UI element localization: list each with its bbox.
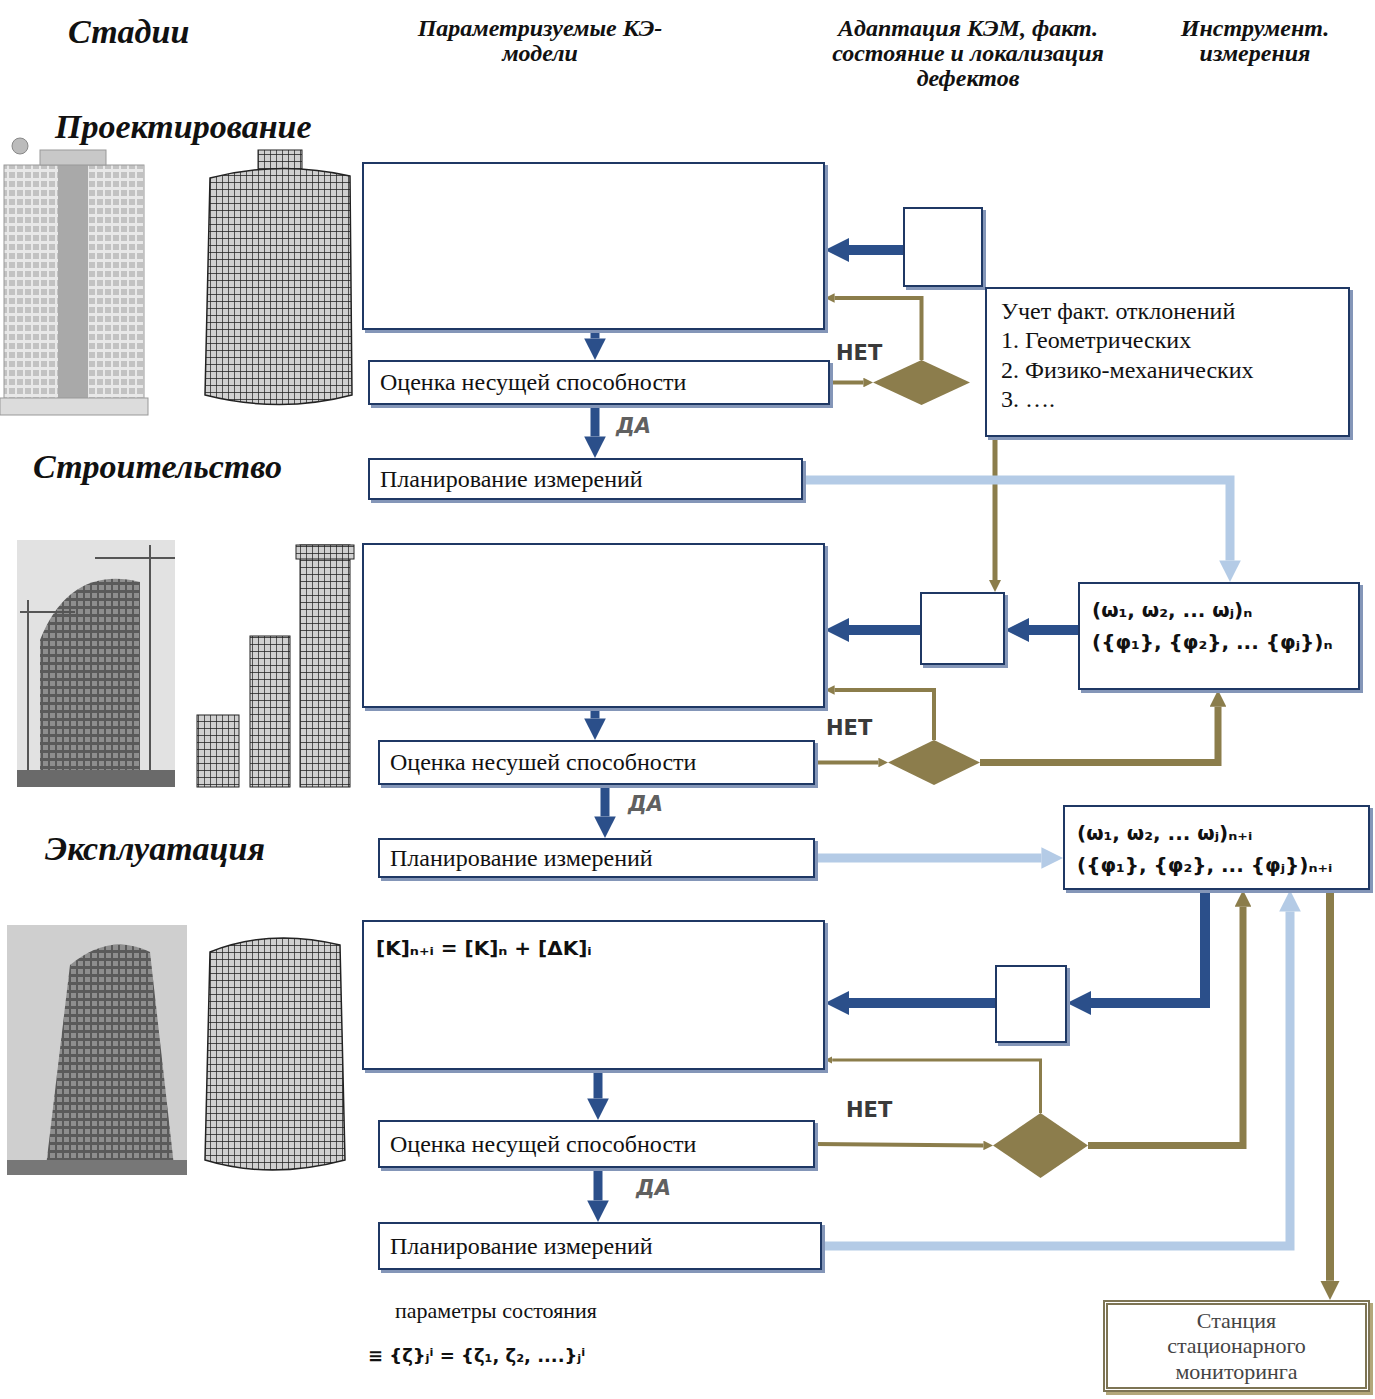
adapt-box: [903, 207, 983, 287]
adapt-box: [920, 592, 1005, 665]
process-box: Оценка несущей способности: [378, 1120, 815, 1168]
column-header: Параметризуемые КЭ-модели: [390, 16, 690, 66]
box-text: Планирование измерений: [390, 1233, 653, 1260]
box-text: 3. ….: [1001, 385, 1334, 414]
box-text: Учет факт. отклонений: [1001, 297, 1334, 326]
column-header: Инструмент. измерения: [1145, 16, 1365, 66]
flow-arrow: [591, 708, 600, 718]
process-box: Планирование измерений: [378, 1222, 822, 1270]
flow-arrow: [993, 437, 998, 580]
stage-label: Проектирование: [55, 108, 312, 146]
model-box: [362, 543, 825, 708]
operation-fe-model: [205, 938, 345, 1170]
edge-label: ДА: [636, 1176, 671, 1200]
diamond-shape: [873, 360, 970, 405]
flow-arrow: [803, 480, 1230, 560]
box-text: ({φ₁}, {φ₂}, ... {φⱼ})ₙ₊ᵢ: [1077, 849, 1356, 881]
flow-arrow: [591, 405, 600, 436]
deviation-list-box: Учет факт. отклонений1. Геометрических2.…: [985, 287, 1350, 437]
diamond-shape: [888, 740, 980, 785]
column-header: Адаптация КЭМ, факт. состояние и локализ…: [798, 16, 1138, 92]
note-text: параметры состояния: [395, 1298, 597, 1324]
flow-arrow: [1326, 890, 1334, 1281]
measurement-box: (ω₁, ω₂, ... ωⱼ)ₙ({φ₁}, {φ₂}, ... {φⱼ})ₙ: [1078, 582, 1360, 690]
decision-diamond: [873, 360, 970, 405]
station-box: Станция стационарного мониторинга: [1103, 1300, 1370, 1392]
box-text: (ω₁, ω₂, ... ωⱼ)ₙ₊ᵢ: [1077, 817, 1356, 849]
process-box: Оценка несушей способности: [378, 740, 815, 785]
edge-label: НЕТ: [826, 716, 872, 740]
box-text: Оценка несушей способности: [390, 749, 696, 776]
model-box: [K]ₙ₊ᵢ = [K]ₙ + [ΔK]ᵢ: [362, 920, 825, 1070]
measurement-box: (ω₁, ω₂, ... ωⱼ)ₙ₊ᵢ({φ₁}, {φ₂}, ... {φⱼ}…: [1063, 805, 1370, 890]
box-text: Оценка несущей способности: [380, 369, 686, 396]
decision-diamond: [993, 1113, 1088, 1178]
flow-arrow: [822, 912, 1290, 1246]
flow-arrow: [1091, 890, 1205, 1003]
flow-arrow: [830, 381, 863, 385]
flow-arrow: [594, 1070, 603, 1098]
flow-arrow: [849, 245, 903, 255]
model-box: [362, 162, 825, 330]
construction-fe-models: [197, 545, 354, 787]
edge-label: ДА: [628, 792, 663, 816]
edge-label: ДА: [616, 414, 651, 438]
stage-label: Строительство: [33, 448, 282, 486]
flow-arrow: [815, 854, 1041, 863]
box-text: Планирование измерений: [390, 845, 653, 872]
box-text: 2. Физико-механических: [1001, 356, 1334, 385]
process-box: Планирование измерений: [368, 458, 803, 500]
box-text: Планирование измерений: [380, 466, 643, 493]
adapt-box: [995, 965, 1067, 1043]
flow-arrow: [849, 625, 920, 635]
process-box: Оценка несущей способности: [368, 360, 830, 405]
box-text: ({φ₁}, {φ₂}, ... {φⱼ})ₙ: [1092, 626, 1346, 658]
flow-arrow: [591, 330, 600, 338]
flow-arrow: [1088, 907, 1243, 1146]
box-text: Станция стационарного мониторинга: [1148, 1308, 1325, 1384]
diamond-shape: [993, 1113, 1088, 1178]
flow-arrow: [1029, 625, 1078, 635]
edge-label: НЕТ: [846, 1098, 892, 1122]
column-header: Стадии: [68, 14, 268, 50]
flow-arrow: [601, 785, 610, 816]
flow-arrow: [594, 1168, 603, 1200]
stage-label: Эксплуатация: [45, 830, 265, 868]
design-facade: [0, 138, 148, 415]
formula-text: ≡ {ζ}ⱼⁱ = {ζ₁, ζ₂, ....}ⱼⁱ: [368, 1345, 585, 1366]
box-text: [K]ₙ₊ᵢ = [K]ₙ + [ΔK]ᵢ: [376, 932, 811, 964]
box-text: Оценка несущей способности: [390, 1131, 696, 1158]
flow-arrow: [815, 1144, 983, 1145]
process-box: Планирование измерений: [378, 838, 815, 878]
flow-arrow: [980, 707, 1218, 763]
construction-photo: [17, 540, 175, 787]
operation-photo: [7, 925, 187, 1175]
edge-label: НЕТ: [836, 341, 882, 365]
decision-diamond: [888, 740, 980, 785]
flow-arrow: [815, 761, 878, 765]
flow-arrow: [849, 998, 995, 1008]
design-fe-model: [205, 150, 352, 405]
box-text: (ω₁, ω₂, ... ωⱼ)ₙ: [1092, 594, 1346, 626]
box-text: 1. Геометрических: [1001, 326, 1334, 355]
